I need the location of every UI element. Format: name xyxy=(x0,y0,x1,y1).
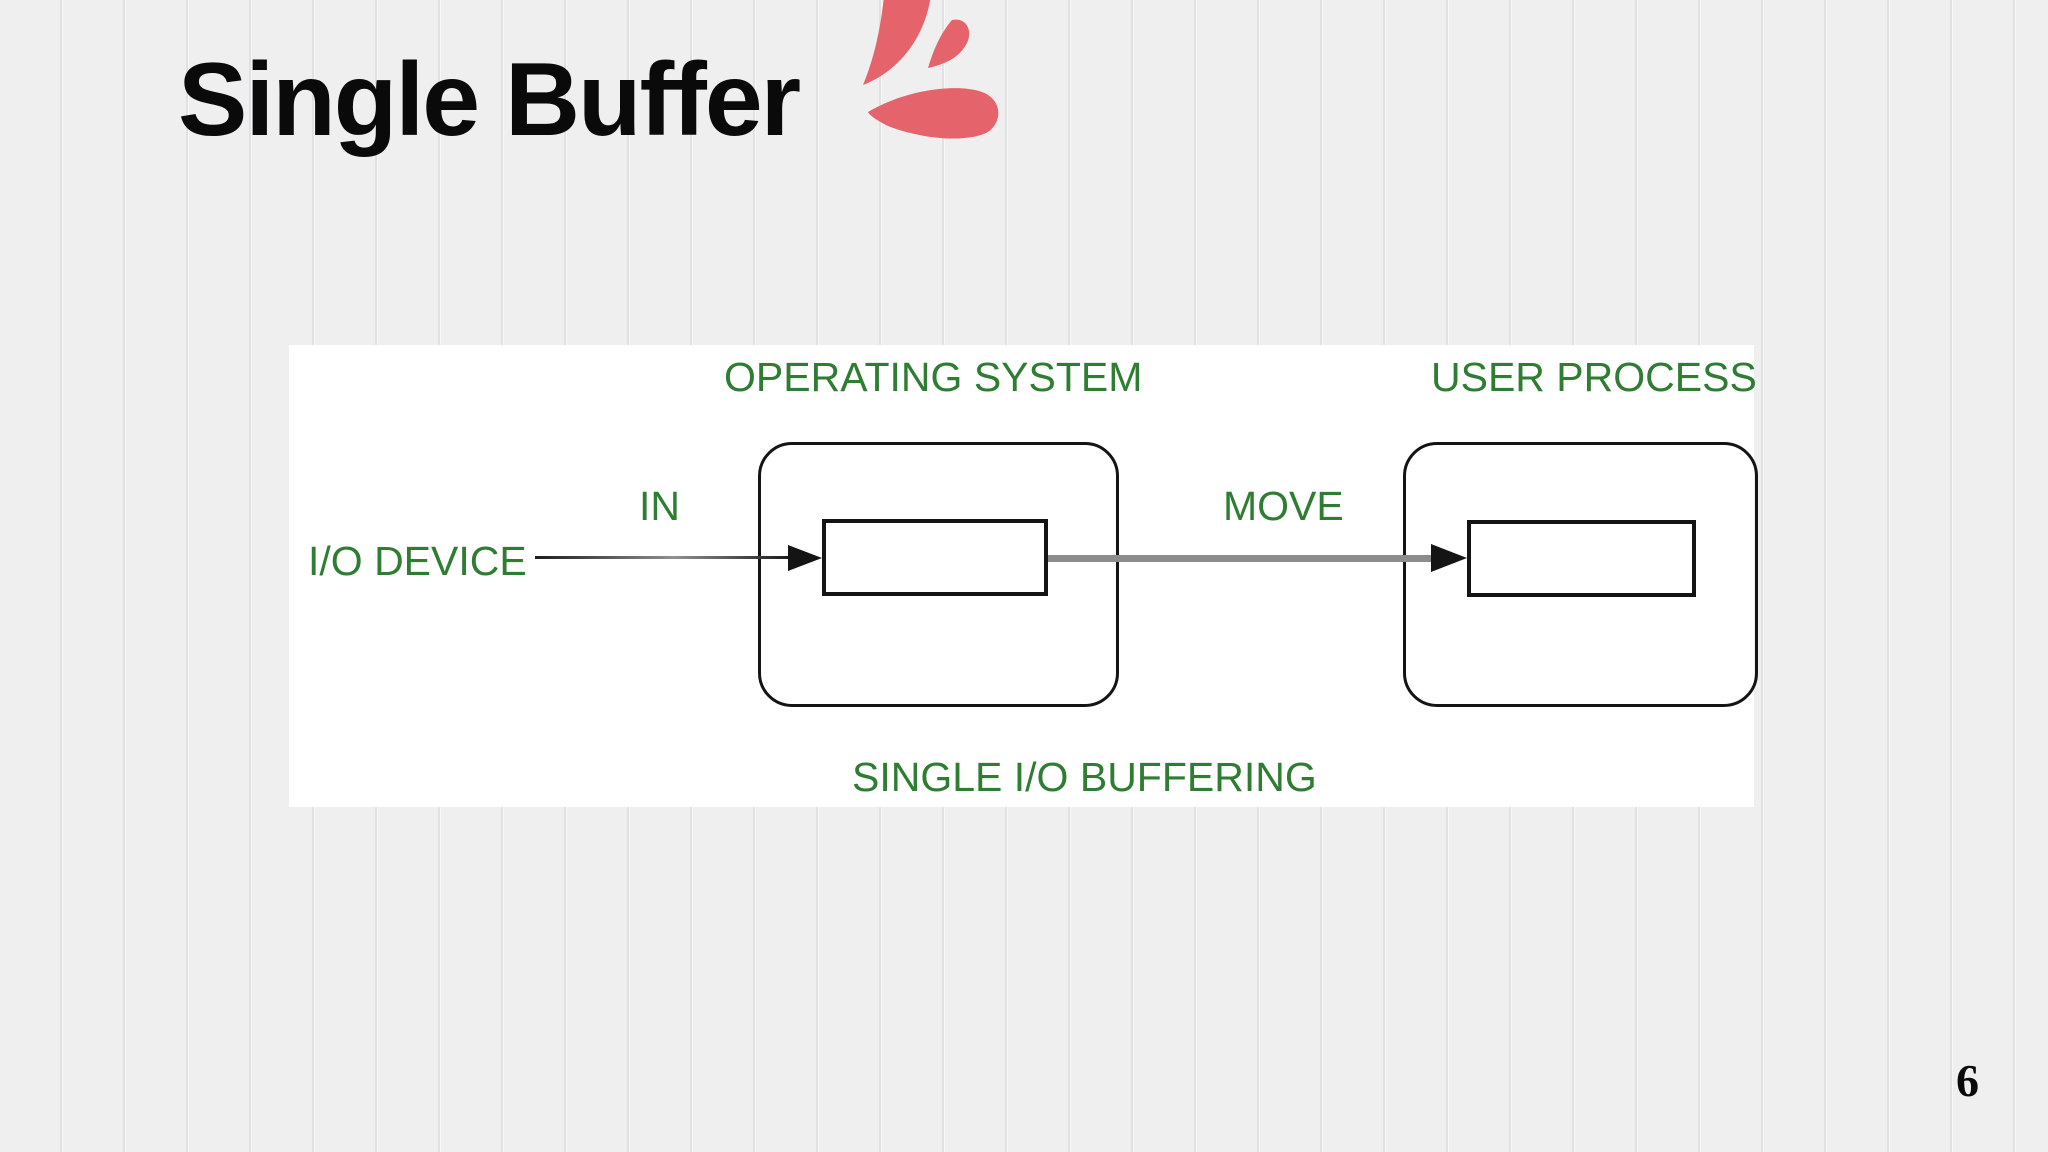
page-number: 6 xyxy=(1956,1055,1979,1106)
io-device-label: I/O DEVICE xyxy=(308,538,527,584)
logo-petal-small xyxy=(928,19,970,68)
os-buffer-box xyxy=(822,519,1048,596)
user-buffer-box xyxy=(1467,520,1696,597)
move-arrowhead xyxy=(1431,544,1467,572)
in-arrow-label: IN xyxy=(639,483,680,529)
operating-system-label: OPERATING SYSTEM xyxy=(724,354,1143,400)
move-arrow-label: MOVE xyxy=(1223,483,1344,529)
logo-petal-large xyxy=(863,0,931,85)
in-arrowhead xyxy=(788,545,822,571)
user-process-label: USER PROCESS xyxy=(1431,354,1757,400)
diagram-panel: OPERATING SYSTEM USER PROCESS IN MOVE I/… xyxy=(289,345,1758,807)
slide-title: Single Buffer xyxy=(178,42,801,158)
operating-system-box xyxy=(758,442,1119,707)
logo-petal-bottom xyxy=(868,88,999,139)
diagram-caption: SINGLE I/O BUFFERING xyxy=(852,754,1317,800)
move-arrow-line xyxy=(1048,555,1435,562)
user-process-box xyxy=(1403,442,1758,707)
in-arrow-line xyxy=(535,556,788,559)
brand-logo-icon xyxy=(863,0,999,139)
